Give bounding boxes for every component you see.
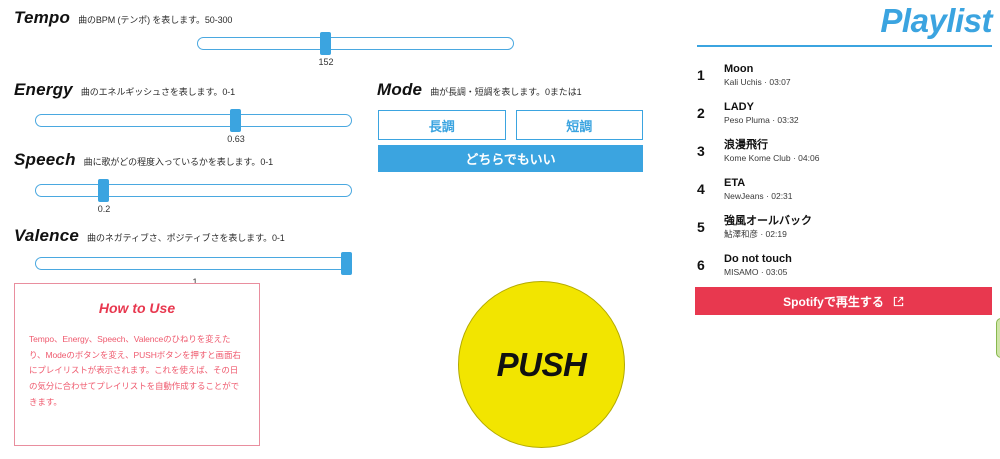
how-to-use-title: How to Use [98,300,176,316]
tempo-slider-track[interactable] [197,37,514,50]
mode-section-header: Mode 曲が長調・短調を表します。0または1 [377,80,582,100]
speech-section-header: Speech 曲に歌がどの程度入っているかを表します。0-1 [14,150,273,170]
spotify-play-label: Spotifyで再生する [783,294,884,309]
how-to-use-box: How to Use Tempo、Energy、Speech、Valenceのひ… [14,283,260,446]
mode-title: Mode [377,80,423,99]
speech-slider-thumb[interactable] [98,179,109,202]
mode-major-button[interactable]: 長調 [378,110,506,140]
energy-value: 0.63 [227,134,245,144]
how-to-use-body: Tempo、Energy、Speech、Valenceのひねりを変えたり、Mod… [29,334,241,407]
mode-minor-button[interactable]: 短調 [515,110,643,140]
energy-title: Energy [14,80,73,99]
track-name: LADY [724,100,754,113]
track-name: Do not touch [724,252,792,265]
playlist-title: Playlist [880,2,992,39]
mode-description: 曲が長調・短調を表します。0または1 [430,87,582,97]
valence-slider-track[interactable] [35,257,352,270]
track-meta: NewJeans · 02:31 [724,190,793,201]
push-button[interactable]: PUSH [458,281,625,448]
speech-title: Speech [14,150,76,169]
track-number: 3 [697,143,705,159]
valence-slider[interactable]: 1 [35,248,352,287]
speech-value: 0.2 [97,204,111,214]
playlist-panel: Playlist [660,0,1000,459]
valence-title: Valence [14,226,80,245]
track-name: 浪漫飛行 [724,138,768,151]
energy-description: 曲のエネルギッシュさを表します。0-1 [80,87,236,97]
track-number: 1 [697,67,705,83]
track-number: 2 [697,105,705,121]
tempo-slider[interactable]: 152 [197,28,514,67]
mode-button-row: 長調 短調 [378,110,643,140]
track-meta: MISAMO · 03:05 [724,266,788,277]
track-meta: 鮎澤和彦 · 02:19 [724,228,787,239]
tempo-slider-thumb[interactable] [320,32,331,55]
valence-value: 1 [192,277,198,287]
energy-slider-track[interactable] [35,114,352,127]
tempo-section-header: Tempo 曲のBPM (テンポ) を表します。50-300 [14,8,232,28]
playlist-divider [697,45,992,47]
energy-slider-thumb[interactable] [230,109,241,132]
track-number: 6 [697,257,705,273]
track-name: Moon [724,62,754,75]
green-side-tab[interactable] [996,318,1000,358]
tempo-description: 曲のBPM (テンポ) を表します。50-300 [78,15,233,25]
energy-slider[interactable]: 0.63 [35,105,352,144]
track-number: 4 [697,181,705,197]
speech-slider-track[interactable] [35,184,352,197]
track-number: 5 [697,219,705,235]
push-button-label: PUSH [496,345,587,383]
speech-description: 曲に歌がどの程度入っているかを表します。0-1 [83,157,274,167]
external-link-icon [893,296,904,307]
valence-description: 曲のネガティブさ、ポジティブさを表します。0-1 [87,233,285,243]
valence-slider-thumb[interactable] [341,252,352,275]
track-meta: Kali Uchis · 03:07 [724,76,791,87]
controls-panel: Tempo 曲のBPM (テンポ) を表します。50-300 152 Energ… [14,8,643,448]
mode-any-button[interactable]: どちらでもいい [378,145,643,172]
spotify-play-button[interactable]: Spotifyで再生する [695,287,992,315]
track-meta: Peso Pluma · 03:32 [724,114,799,125]
valence-section-header: Valence 曲のネガティブさ、ポジティブさを表します。0-1 [14,226,285,246]
tempo-title: Tempo [14,8,71,27]
track-name: ETA [724,176,746,189]
track-meta: Kome Kome Club · 04:06 [724,152,820,163]
speech-slider[interactable]: 0.2 [35,175,352,214]
tempo-value: 152 [318,57,334,67]
track-info: 強風オールバック鮎澤和彦 · 02:19 [724,215,812,239]
track-row[interactable]: 5 強風オールバック鮎澤和彦 · 02:19 [694,208,994,246]
energy-section-header: Energy 曲のエネルギッシュさを表します。0-1 [14,80,235,100]
track-name: 強風オールバック [724,214,812,227]
